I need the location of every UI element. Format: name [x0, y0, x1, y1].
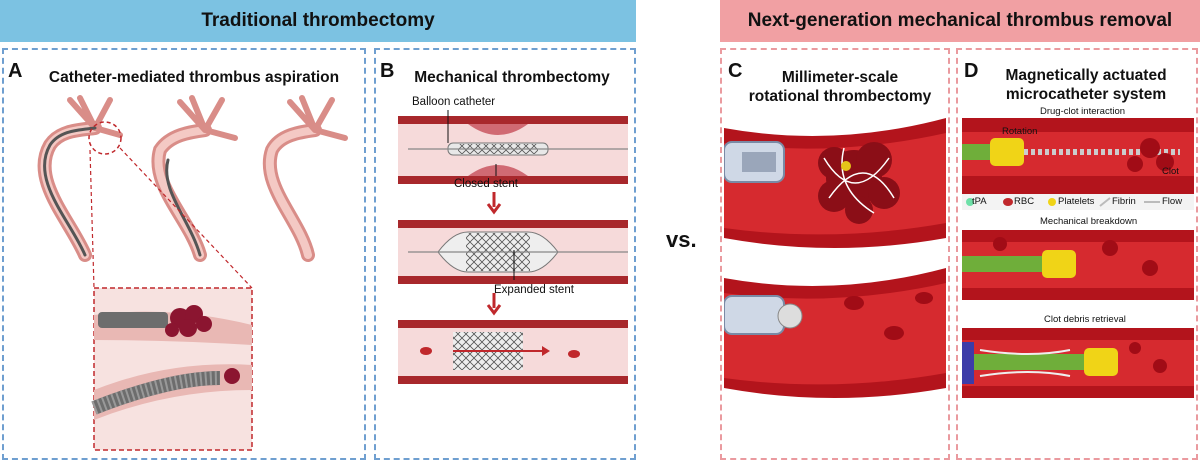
panel-c: [720, 48, 950, 460]
frame-drug-clot: [962, 118, 1194, 194]
panel-a: [2, 48, 366, 460]
cutting-head: [777, 303, 803, 329]
panel-b: [374, 48, 636, 460]
clot-label: Clot: [1162, 166, 1179, 177]
next-gen-removal-banner: Next-generation mechanical thrombus remo…: [720, 0, 1200, 42]
legend-flow: Flow: [1162, 196, 1183, 207]
versus-label: vs.: [666, 227, 697, 252]
rotational-thrombectomy-illustration: [724, 118, 946, 398]
rotational-device-2: [724, 295, 785, 335]
expanded-stent-label: Expanded stent: [494, 284, 574, 296]
panel-b-title: Mechanical thrombectomy: [414, 69, 610, 86]
clot-debris-retrieval-label: Clot debris retrieval: [1044, 314, 1126, 325]
panel-a-title: Catheter-mediated thrombus aspiration: [48, 69, 340, 86]
thrombus-1: [165, 305, 212, 337]
mechanical-breakdown-label: Mechanical breakdown: [1040, 216, 1138, 227]
magnetic-head-1: [990, 138, 1024, 166]
panel-c-title-line1: Millimeter-scale: [781, 69, 899, 86]
microcatheter-illustration: [962, 118, 1194, 398]
legend-tpa: tPA: [972, 196, 987, 207]
panel-d: [956, 48, 1198, 460]
magnetic-head-2: [1042, 250, 1076, 278]
aspiration-catheter-1: [98, 312, 168, 328]
aspiration-illustration: [37, 95, 348, 451]
drug-clot-interaction-label: Drug-clot interaction: [1040, 106, 1126, 117]
thrombus-mass: [818, 142, 900, 224]
traditional-thrombectomy-banner: Traditional thrombectomy: [0, 0, 636, 42]
panel-d-letter: D: [964, 60, 979, 82]
vessel-balloon: [398, 116, 628, 184]
zoom-circle: [88, 121, 122, 155]
vessel-tree-3: [262, 95, 348, 262]
magnetic-head-3: [1084, 348, 1118, 376]
legend-fibrin: Fibrin: [1112, 196, 1136, 207]
thrombus-2: [224, 368, 240, 384]
stent-illustration: [398, 110, 628, 384]
panel-c-title-line2: rotational thrombectomy: [748, 88, 932, 105]
vessel-expanded-stent: [398, 220, 628, 284]
panel-a-letter: A: [8, 60, 23, 82]
rotation-label: Rotation: [1002, 126, 1038, 137]
panel-d-title-line2: microcatheter system: [1005, 86, 1167, 103]
legend-rbc: RBC: [1014, 196, 1035, 207]
legend-platelets: Platelets: [1058, 196, 1095, 207]
panel-b-letter: B: [380, 60, 395, 82]
frame-breakdown: [962, 230, 1194, 300]
vessel-tree-1: [37, 95, 123, 262]
balloon-catheter-label: Balloon catheter: [412, 96, 496, 108]
closed-stent-label: Closed stent: [454, 178, 518, 190]
vessel-retrieval: [398, 320, 628, 384]
frame-retrieval: [962, 328, 1194, 398]
vessel-tree-2: [151, 95, 238, 262]
panel-c-letter: C: [728, 60, 743, 82]
panel-d-title-line1: Magnetically actuated: [1005, 67, 1167, 84]
